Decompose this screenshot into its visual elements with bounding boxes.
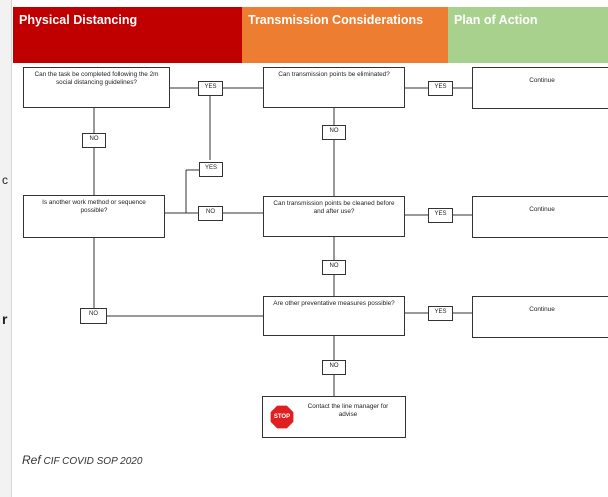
node-clean-question: Can transmission points be cleaned befor… (263, 196, 405, 237)
label-no-clean: NO (322, 260, 346, 275)
header-physical-distancing: Physical Distancing (13, 7, 242, 63)
stop-sign-icon (269, 404, 295, 430)
node-continue-1: Continue (472, 67, 608, 109)
header-transmission-considerations: Transmission Considerations (242, 7, 448, 63)
reference-prefix: Ref (22, 453, 41, 467)
label-yes-method: YES (199, 162, 223, 177)
node-task-2m-question: Can the task be completed following the … (23, 67, 170, 108)
node-other-method-question: Is another work method or sequence possi… (23, 195, 165, 238)
left-gutter (0, 0, 12, 497)
reference-text: CIF COVID SOP 2020 (43, 456, 143, 467)
edge-fragment-top: c (2, 173, 8, 187)
stop-sign-label: STOP (273, 414, 291, 420)
label-no-bottom-left: NO (80, 308, 107, 324)
node-eliminate-question: Can transmission points be eliminated? (263, 67, 405, 108)
label-yes-clean: YES (428, 208, 453, 223)
reference-note: Ref CIF COVID SOP 2020 (22, 453, 142, 467)
label-yes-eliminate: YES (428, 81, 453, 96)
label-yes-task: YES (198, 81, 223, 96)
header-plan-of-action: Plan of Action (448, 7, 608, 63)
label-no-eliminate: NO (322, 125, 346, 140)
contact-text: Contact the line manager for advise (307, 403, 389, 418)
node-continue-3: Continue (472, 296, 608, 338)
node-contact-line-manager: STOP Contact the line manager for advise (262, 396, 406, 438)
label-no-preventative: NO (322, 360, 346, 375)
node-preventative-question: Are other preventative measures possible… (263, 296, 405, 336)
node-continue-2: Continue (472, 196, 608, 238)
label-no-task: NO (82, 133, 106, 148)
label-no-method: NO (198, 206, 223, 221)
edge-fragment-bottom: r (2, 311, 8, 327)
label-yes-preventative: YES (428, 306, 453, 321)
